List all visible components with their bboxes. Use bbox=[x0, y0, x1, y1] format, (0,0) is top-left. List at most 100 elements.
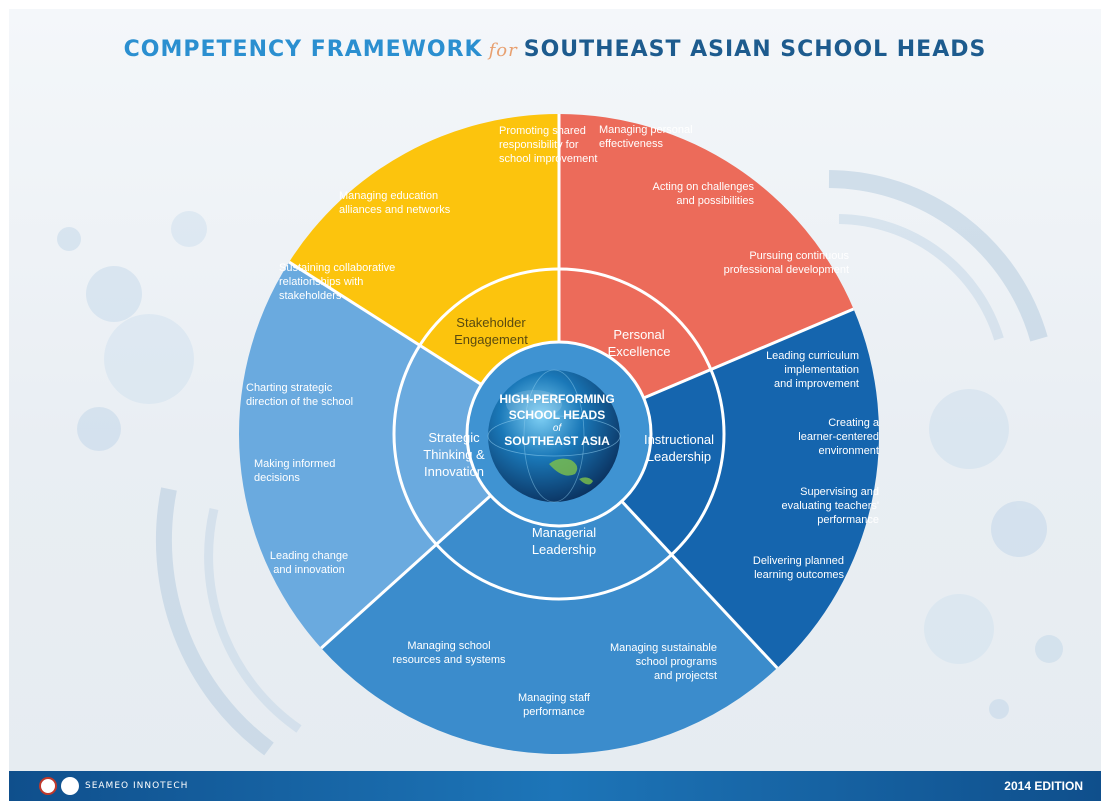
competency-line: evaluating teachers' bbox=[782, 500, 880, 512]
competency-line: learner-centered bbox=[798, 431, 879, 443]
divider-3 bbox=[643, 307, 855, 400]
competency-line: Leading change bbox=[270, 550, 348, 562]
domain-label-line: Stakeholder bbox=[456, 315, 526, 330]
competency-line: Creating a bbox=[828, 417, 880, 429]
competency-line: and possibilities bbox=[676, 195, 754, 207]
title-part-2: for bbox=[488, 40, 518, 61]
competency-text: Sustaining collaborative relationships wi… bbox=[279, 262, 395, 302]
domain-label-line: Leadership bbox=[647, 449, 711, 464]
globe-icon bbox=[487, 369, 621, 503]
competency-line: Acting on challenges bbox=[652, 181, 754, 193]
inner-sector-3 bbox=[621, 369, 724, 555]
outer-sector-3 bbox=[671, 308, 879, 669]
competency-line: Managing education bbox=[339, 190, 438, 202]
inner-sector-1 bbox=[419, 269, 559, 385]
competency-text: Delivering planned learning outcomes bbox=[753, 555, 845, 581]
competency-text: Managing education alliances and networks bbox=[339, 190, 451, 216]
competency-line: Pursuing continuous bbox=[749, 250, 849, 262]
edition-label: 2014 EDITION bbox=[1004, 779, 1083, 793]
competency-line: Leading curriculum bbox=[766, 350, 859, 362]
competency-line: Supervising and bbox=[800, 486, 879, 498]
competency-line: and improvement bbox=[774, 378, 859, 390]
center-line-1: HIGH-PERFORMING bbox=[499, 392, 614, 406]
divider-1 bbox=[288, 260, 483, 386]
title-part-1: COMPETENCY FRAMEWORK bbox=[123, 37, 483, 62]
domain-label-line: Thinking & bbox=[423, 447, 485, 462]
inner-sector-2 bbox=[559, 269, 711, 399]
footer-bar: SEAMEO INNOTECH 2014 EDITION bbox=[9, 771, 1101, 801]
outer-sector-2 bbox=[559, 114, 854, 370]
competency-line: Delivering planned bbox=[753, 555, 844, 567]
seameo-seal-icon bbox=[39, 777, 57, 795]
footer-logos: SEAMEO INNOTECH bbox=[39, 776, 188, 796]
outer-sector-1 bbox=[289, 114, 559, 346]
competency-line: school improvement bbox=[499, 153, 597, 165]
competency-wheel: Promoting shared responsibility for school… bbox=[57, 114, 1063, 756]
domain-label-line: Excellence bbox=[608, 344, 671, 359]
innotech-mark-icon bbox=[61, 777, 79, 795]
competency-line: implementation bbox=[784, 364, 859, 376]
competency-line: alliances and networks bbox=[339, 204, 451, 216]
competency-line: Managing personal bbox=[599, 124, 693, 136]
inner-ring-outline bbox=[392, 267, 726, 601]
competency-text: Pursuing continuous professional developm… bbox=[724, 250, 850, 276]
competency-text: Creating a learner-centered environment bbox=[798, 417, 880, 457]
competency-text: Leading change and innovation bbox=[270, 550, 348, 576]
competency-line: professional development bbox=[724, 264, 849, 276]
domain-label-line: Managerial bbox=[532, 525, 596, 540]
domain-label-line: Leadership bbox=[532, 542, 596, 557]
center-line-4: SOUTHEAST ASIA bbox=[504, 434, 610, 448]
divider-5 bbox=[320, 494, 492, 650]
competency-text: Leading curriculum implementation and impr… bbox=[766, 350, 859, 390]
domain-label-line: Instructional bbox=[644, 432, 714, 447]
competency-text: Supervising and evaluating teachers' perfo… bbox=[782, 486, 880, 526]
competency-line: Promoting shared bbox=[499, 125, 586, 137]
competency-line: Managing school bbox=[407, 640, 490, 652]
competency-text: Acting on challenges and possibilities bbox=[652, 181, 754, 207]
competency-line: relationships with bbox=[279, 276, 363, 288]
competency-line: and projectst bbox=[654, 670, 717, 682]
competency-text: Managing personal effectiveness bbox=[599, 124, 693, 150]
center-line-2: SCHOOL HEADS bbox=[509, 408, 605, 422]
competency-line: stakeholders bbox=[279, 290, 342, 302]
domain-label-line: Strategic bbox=[428, 430, 480, 445]
domain-label-line: Personal bbox=[613, 327, 664, 342]
competency-line: direction of the school bbox=[246, 396, 353, 408]
competency-text: Promoting shared responsibility for school… bbox=[499, 125, 597, 165]
competency-line: responsibility for bbox=[499, 139, 579, 151]
competency-line: environment bbox=[818, 445, 879, 457]
outer-sectors bbox=[239, 114, 879, 754]
domain-label-line: Innovation bbox=[424, 464, 484, 479]
poster: Promoting shared responsibility for school… bbox=[9, 9, 1101, 801]
competency-line: effectiveness bbox=[599, 138, 664, 150]
competency-line: performance bbox=[817, 514, 879, 526]
competency-text: Managing sustainable school programs and p… bbox=[610, 642, 718, 682]
competency-text: Managing staff performance bbox=[518, 692, 591, 718]
competency-texts: Promoting shared responsibility for school… bbox=[246, 124, 880, 718]
sector-dividers bbox=[288, 114, 855, 670]
competency-line: Sustaining collaborative bbox=[279, 262, 395, 274]
title-part-3: SOUTHEAST ASIAN SCHOOL HEADS bbox=[523, 37, 987, 62]
competency-line: Managing sustainable bbox=[610, 642, 717, 654]
background-decoration bbox=[57, 170, 1063, 756]
center-title: HIGH-PERFORMING SCHOOL HEADS of SOUTHEAS… bbox=[499, 392, 614, 448]
competency-line: learning outcomes bbox=[754, 569, 844, 581]
competency-line: Making informed bbox=[254, 458, 335, 470]
inner-sectors bbox=[394, 269, 724, 599]
competency-line: and innovation bbox=[273, 564, 345, 576]
competency-line: performance bbox=[523, 706, 585, 718]
outer-sector-4 bbox=[321, 544, 778, 754]
competency-line: Managing staff bbox=[518, 692, 591, 704]
logo-text: SEAMEO INNOTECH bbox=[85, 781, 189, 791]
competency-line: school programs bbox=[636, 656, 718, 668]
